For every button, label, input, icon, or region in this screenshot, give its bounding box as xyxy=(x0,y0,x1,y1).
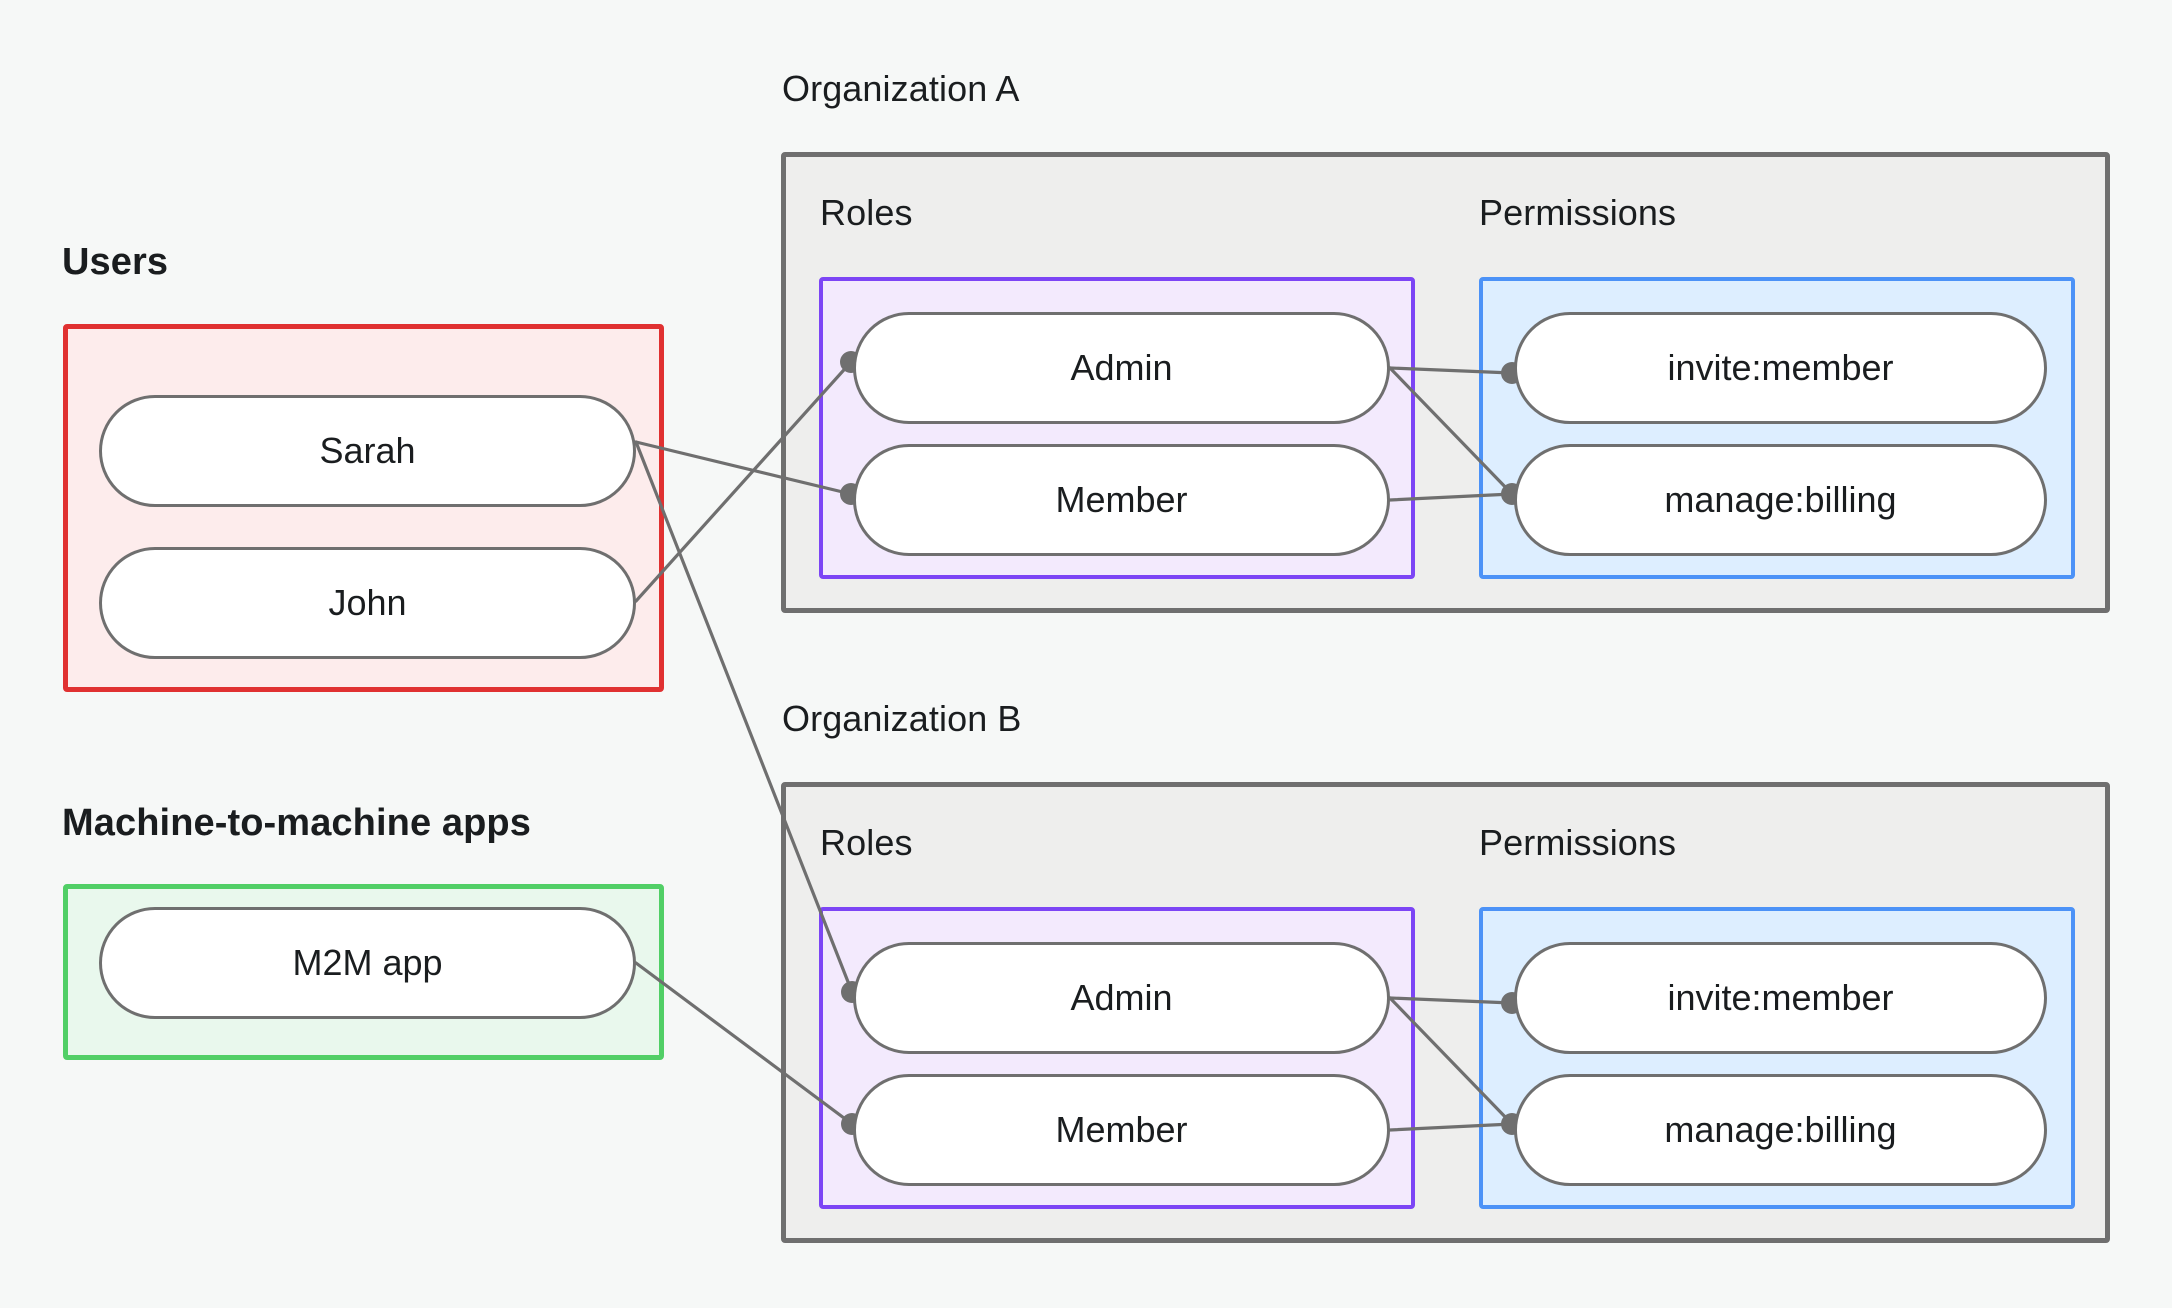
organization-b-role-admin[interactable]: Admin xyxy=(853,942,1390,1054)
organization-a-roles-label: Roles xyxy=(820,192,913,233)
organization-a-permissions-label: Permissions xyxy=(1479,192,1677,233)
organization-a-role-member[interactable]: Member xyxy=(853,444,1390,556)
organization-b-permission-manage-billing[interactable]: manage:billing xyxy=(1514,1074,2047,1186)
users-group-label: Users xyxy=(62,241,169,283)
m2m-group-label: Machine-to-machine apps xyxy=(62,802,531,844)
organization-b-permission-invite-member[interactable]: invite:member xyxy=(1514,942,2047,1054)
organization-b-role-member[interactable]: Member xyxy=(853,1074,1390,1186)
organization-a-permission-manage-billing[interactable]: manage:billing xyxy=(1514,444,2047,556)
user-node-john[interactable]: John xyxy=(99,547,636,659)
user-node-sarah[interactable]: Sarah xyxy=(99,395,636,507)
organization-a-label: Organization A xyxy=(782,68,1020,109)
organization-b-label: Organization B xyxy=(782,698,1022,739)
m2m-node-app[interactable]: M2M app xyxy=(99,907,636,1019)
organization-a-role-admin[interactable]: Admin xyxy=(853,312,1390,424)
organization-b-permissions-label: Permissions xyxy=(1479,822,1677,863)
organization-a-permission-invite-member[interactable]: invite:member xyxy=(1514,312,2047,424)
organization-b-roles-label: Roles xyxy=(820,822,913,863)
